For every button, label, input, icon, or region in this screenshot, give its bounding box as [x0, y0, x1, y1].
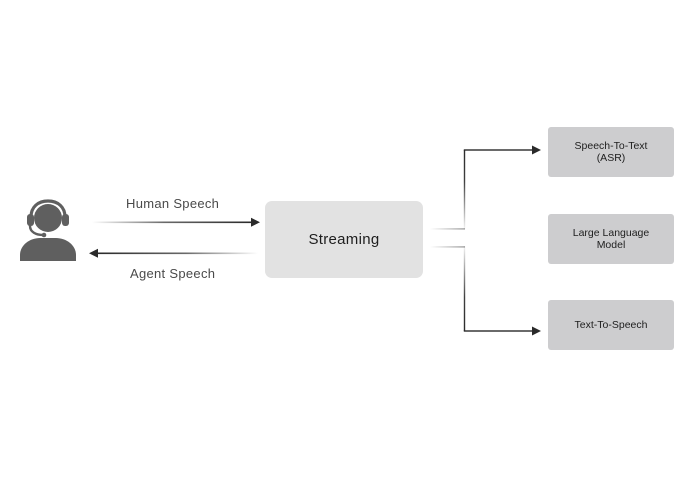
large-language-model-node: Large Language Model — [548, 214, 674, 264]
human-speech-line — [92, 221, 252, 224]
tts-vertical-line — [463, 246, 466, 331]
human-speech-arrowhead — [251, 217, 260, 227]
agent-speech-line — [98, 252, 258, 255]
agent-speech-label: Agent Speech — [130, 266, 216, 281]
text-to-speech-label: Text-To-Speech — [574, 319, 648, 331]
asr-stub-line — [430, 228, 465, 230]
agent-speech-arrowhead — [89, 248, 98, 258]
asr-horizontal-line — [463, 149, 534, 151]
tts-arrowhead — [532, 326, 541, 336]
headset-agent-icon — [20, 199, 76, 261]
asr-arrowhead — [532, 145, 541, 155]
human-speech-label: Human Speech — [126, 196, 220, 211]
tts-stub-line — [430, 246, 465, 248]
speech-to-text-label: Speech-To-Text (ASR) — [574, 140, 648, 164]
streaming-node-label: Streaming — [308, 231, 380, 248]
tts-horizontal-line — [463, 330, 534, 332]
text-to-speech-node: Text-To-Speech — [548, 300, 674, 350]
large-language-model-label: Large Language Model — [572, 227, 650, 251]
speech-to-text-node: Speech-To-Text (ASR) — [548, 127, 674, 177]
asr-vertical-line — [463, 150, 466, 229]
streaming-node: Streaming — [265, 201, 423, 278]
